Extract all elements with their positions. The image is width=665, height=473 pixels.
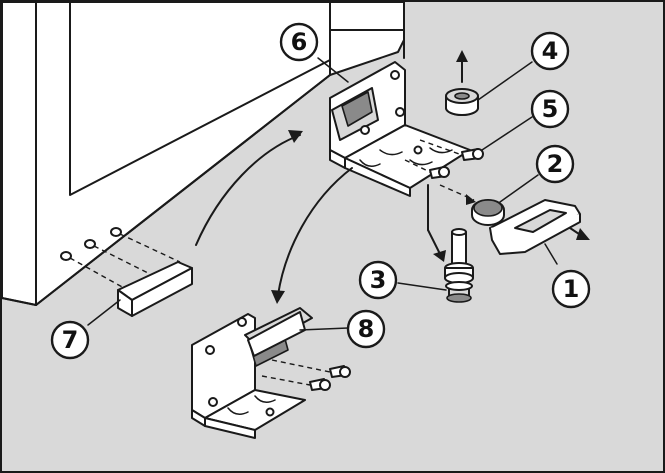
leader-2 <box>499 174 539 203</box>
plug-part-2 <box>471 199 505 226</box>
cap-part-4 <box>445 88 479 116</box>
cabinet-mounting-holes <box>60 227 181 289</box>
callout-5: 5 <box>530 89 570 129</box>
leader-8 <box>299 327 349 331</box>
callout-8: 8 <box>346 309 386 349</box>
callout-6-label: 6 <box>291 28 308 56</box>
appliance-cabinet <box>1 1 405 306</box>
screws-bottom-hinge <box>309 365 351 391</box>
callout-4-label: 4 <box>542 37 559 65</box>
callout-1-label: 1 <box>563 275 580 303</box>
bottom-hinge-part-8 <box>191 307 313 439</box>
arrow-6-to-8 <box>277 167 353 296</box>
leader-1 <box>544 243 558 265</box>
callout-3-label: 3 <box>370 266 387 294</box>
arrow-7-to-6 <box>195 134 301 246</box>
leader-4 <box>477 61 533 101</box>
leader-3 <box>397 282 447 291</box>
callout-1: 1 <box>551 269 591 309</box>
callout-4: 4 <box>530 31 570 71</box>
callout-3: 3 <box>358 260 398 300</box>
callout-2-label: 2 <box>547 150 564 178</box>
screws-part-5 <box>429 148 484 179</box>
cover-strip-part-7 <box>117 261 193 317</box>
callout-5-label: 5 <box>542 95 559 123</box>
top-hinge-part-6 <box>329 61 471 197</box>
arrowhead-7-to-6 <box>288 130 303 143</box>
callout-2: 2 <box>535 144 575 184</box>
pivot-pin-part-3 <box>444 228 474 303</box>
leader-7 <box>87 299 121 326</box>
callout-7-label: 7 <box>62 326 79 354</box>
callout-7: 7 <box>50 320 90 360</box>
handle-part-1 <box>489 199 581 255</box>
leader-6 <box>317 57 349 83</box>
arrowhead-6-to-8 <box>271 290 285 304</box>
callout-8-label: 8 <box>358 315 375 343</box>
callout-6: 6 <box>279 22 319 62</box>
leader-5 <box>481 116 533 151</box>
